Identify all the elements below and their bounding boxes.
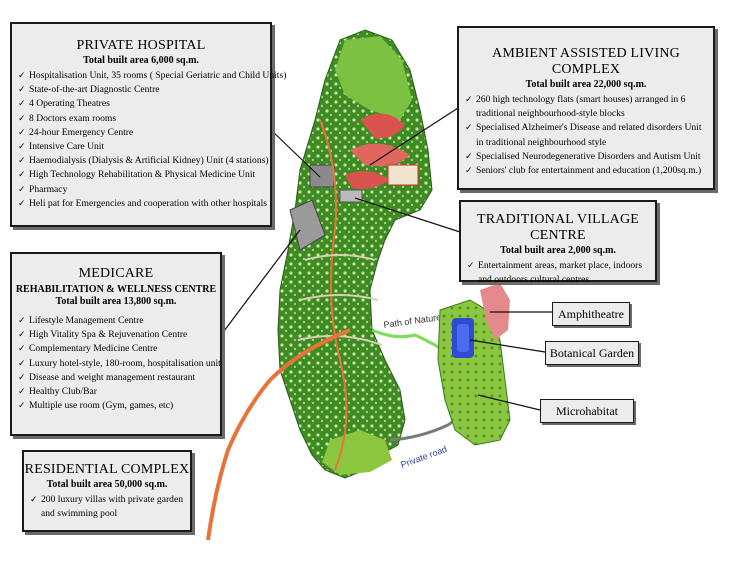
medicare-building <box>289 199 326 251</box>
private-hospital-title: PRIVATE HOSPITAL <box>76 38 206 53</box>
list-item: Heli pat for Emergencies and cooperation… <box>18 197 267 211</box>
medicare-area: Total built area 13,800 sq.m. <box>55 296 177 307</box>
list-item: Pharmacy <box>18 183 266 197</box>
village-centre-building <box>339 189 363 203</box>
list-item: 260 high technology flats (smart houses)… <box>465 93 709 121</box>
pointer-lines <box>220 107 552 411</box>
list-item: Haemodialysis (Dialysis & Artificial Kid… <box>18 154 269 168</box>
list-item: High Vitality Spa & Rejuvenation Centre <box>18 328 216 342</box>
medicare-subtitle: REHABILITATION & WELLNESS CENTRE <box>15 284 217 295</box>
private-hospital-box: PRIVATE HOSPITAL Total built area 6,000 … <box>10 22 286 227</box>
list-item: Specialised Alzheimer's Disease and rela… <box>465 121 709 149</box>
list-item: Hospitalisation Unit, 35 rooms ( Special… <box>18 69 286 83</box>
traditional-village-centre-title: TRADITIONAL VILLAGE CENTRE <box>476 212 640 243</box>
private-hospital-area: Total built area 6,000 sq.m. <box>83 55 199 66</box>
medicare-list: Lifestyle Management Centre High Vitalit… <box>12 314 221 414</box>
list-item: 200 luxury villas with private garden an… <box>30 493 186 521</box>
path-of-nature <box>371 328 441 350</box>
traditional-village-centre-box: TRADITIONAL VILLAGE CENTRE Total built a… <box>459 200 657 285</box>
residential-complex-area: Total built area 50,000 sq.m. <box>46 479 168 490</box>
microhabitat-label: Microhabitat <box>540 399 634 423</box>
list-item: 4 Operating Theatres <box>18 97 266 111</box>
list-item: Entertainment areas, market place, indoo… <box>467 259 651 287</box>
assisted-living-blocks <box>345 113 419 189</box>
ambient-assisted-living-list: 260 high technology flats (smart houses)… <box>459 93 713 178</box>
access-road <box>206 328 351 541</box>
private-road-label: Private road <box>399 444 448 470</box>
light-green-zone-south <box>322 430 392 475</box>
list-item: Complementary Medicine Centre <box>18 342 216 356</box>
main-site-area <box>277 29 433 479</box>
ambient-assisted-living-area: Total built area 22,000 sq.m. <box>525 79 647 90</box>
ambient-assisted-living-box: AMBIENT ASSISTED LIVING COMPLEX Total bu… <box>457 26 715 190</box>
list-item: Disease and weight management restaurant <box>18 371 216 385</box>
list-item: Specialised Neurodegenerative Disorders … <box>465 150 709 164</box>
list-item: Multiple use room (Gym, games, etc) <box>18 399 216 413</box>
list-item: Seniors' club for entertainment and educ… <box>465 164 709 178</box>
list-item: Healthy Club/Bar <box>18 385 216 399</box>
medicare-box: MEDICARE REHABILITATION & WELLNESS CENTR… <box>10 252 222 436</box>
botanical-garden-label: Botanical Garden <box>545 341 639 365</box>
residential-complex-box: RESIDENTIAL COMPLEX Total built area 50,… <box>22 450 192 532</box>
list-item: Luxury hotel-style, 180-room, hospitalis… <box>18 357 221 371</box>
list-item: High Technology Rehabilitation & Physica… <box>18 168 266 182</box>
traditional-village-centre-list: Entertainment areas, market place, indoo… <box>461 259 655 287</box>
amphitheatre-label: Amphitheatre <box>552 302 630 326</box>
medicare-title: MEDICARE <box>78 266 154 281</box>
list-item: Intensive Care Unit <box>18 140 266 154</box>
path-of-nature-label: Path of Nature <box>383 312 442 330</box>
list-item: State-of-the-art Diagnostic Centre <box>18 83 266 97</box>
list-item: Lifestyle Management Centre <box>18 314 216 328</box>
list-item: 8 Doctors exam rooms <box>18 112 266 126</box>
traditional-village-centre-area: Total built area 2,000 sq.m. <box>500 245 616 256</box>
list-item: 24-hour Emergency Centre <box>18 126 266 140</box>
residential-complex-list: 200 luxury villas with private garden an… <box>24 493 190 521</box>
light-green-zone <box>335 36 412 120</box>
residential-complex-title: RESIDENTIAL COMPLEX <box>24 462 190 477</box>
hospital-building <box>309 164 335 188</box>
private-hospital-list: Hospitalisation Unit, 35 rooms ( Special… <box>12 69 286 211</box>
ambient-assisted-living-title: AMBIENT ASSISTED LIVING COMPLEX <box>492 46 680 77</box>
